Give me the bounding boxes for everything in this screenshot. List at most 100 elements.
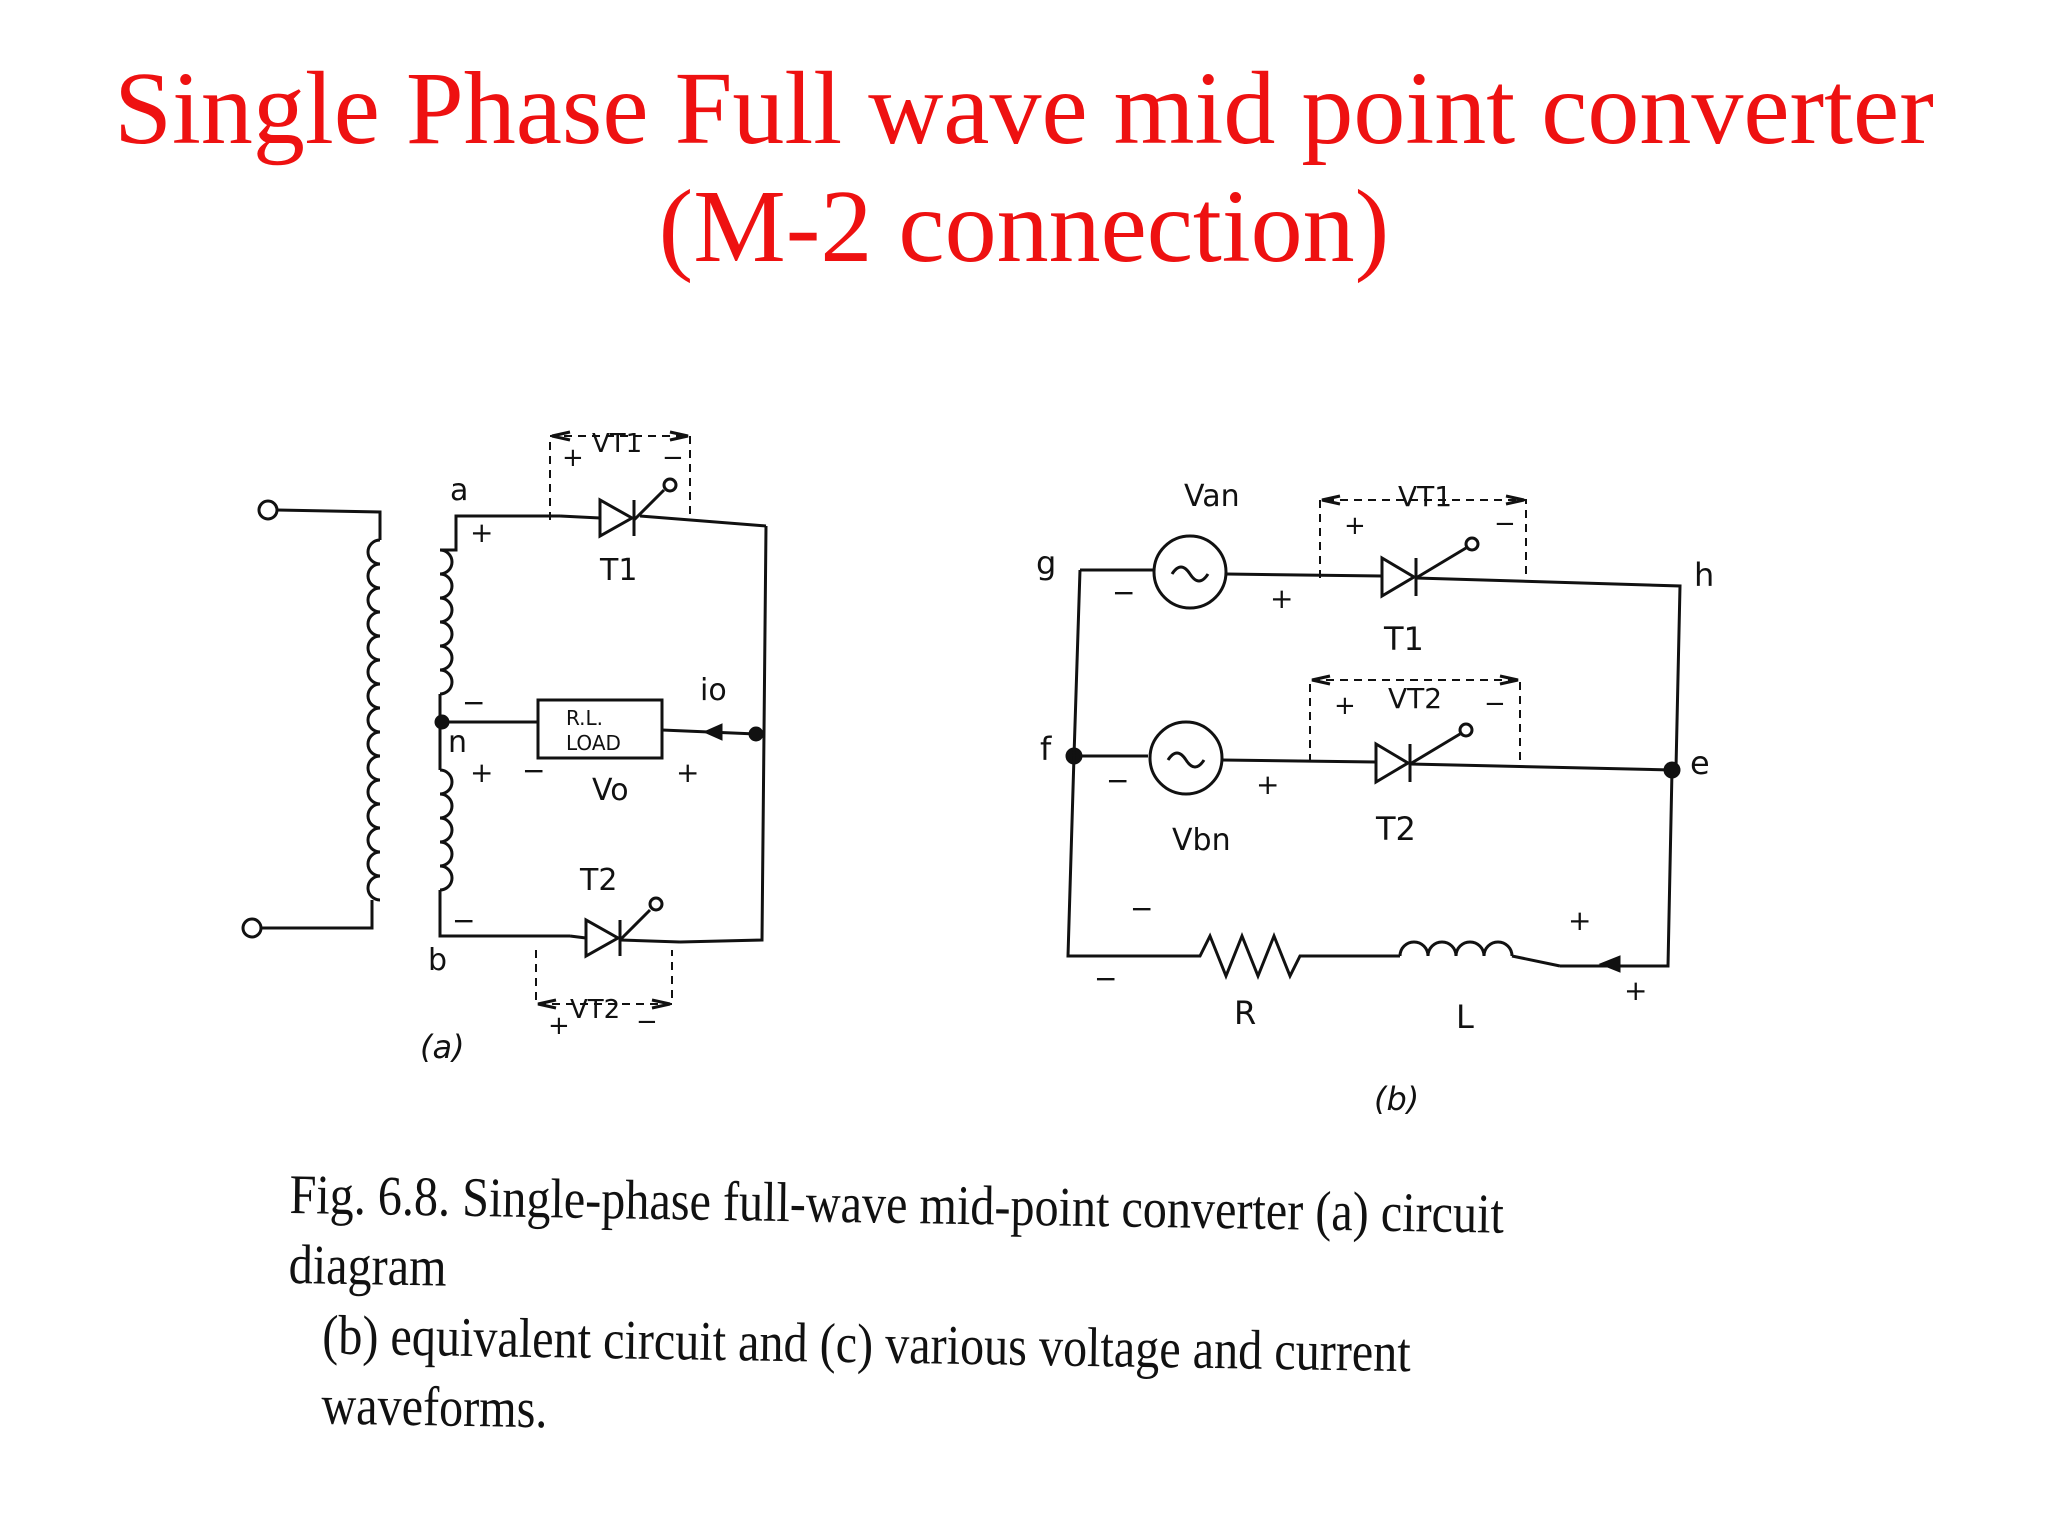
sign-vt2-plus-b: + (1334, 691, 1356, 721)
title-line-1: Single Phase Full wave mid point convert… (114, 51, 1934, 166)
primary-lead-bottom (261, 900, 374, 930)
sign-vt1-plus: + (562, 443, 584, 473)
primary-terminal-top (257, 499, 279, 521)
label-output-voltage: Vo (592, 773, 629, 808)
thyristor-t1-equivalent (1380, 536, 1480, 599)
source-van (1152, 534, 1228, 610)
current-arrow-io (702, 723, 723, 741)
vt2-arrow-left (537, 998, 557, 1010)
panel-label-a: (a) (420, 1028, 465, 1066)
wire-t1-in (559, 514, 601, 520)
vt1-bracket (549, 435, 691, 520)
vt1-arrow-left (551, 430, 571, 442)
label-node-a: a (450, 473, 468, 508)
sign-vt1-plus-b: + (1344, 511, 1366, 541)
sign-n-minus: − (462, 686, 485, 719)
label-node-f: f (1040, 730, 1052, 768)
sign-vo-plus: + (676, 756, 699, 789)
resistor-r (1184, 931, 1400, 981)
label-load-line2: LOAD (566, 731, 621, 755)
figure-caption: Fig. 6.8. Single-phase full-wave mid-poi… (287, 1160, 1632, 1462)
inductor-l (1398, 940, 1514, 957)
sign-load-plus-top: + (1568, 904, 1591, 937)
wire-source2-to-t2 (1221, 758, 1377, 764)
slide-title: Single Phase Full wave mid point convert… (0, 50, 2048, 286)
sign-n-plus: + (470, 756, 493, 789)
node-n-dot (434, 714, 450, 730)
primary-terminal-bottom (241, 917, 263, 939)
vt1-arrow-right-b (1505, 494, 1525, 506)
sign-vo-minus: − (522, 754, 545, 787)
label-load-line1: R.L. (566, 706, 603, 730)
secondary-winding-upper (439, 548, 454, 696)
sign-load-plus-bottom: + (1624, 974, 1647, 1007)
caption-line-1: Fig. 6.8. Single-phase full-wave mid-poi… (288, 1163, 1505, 1299)
sign-b-minus: − (452, 904, 475, 937)
wire-source1-to-t1 (1225, 572, 1383, 578)
title-line-2: (M-2 connection) (658, 169, 1390, 284)
label-vt1-b: VT1 (1398, 480, 1452, 513)
sign-load-minus-bottom: − (1094, 962, 1117, 995)
label-node-g: g (1036, 544, 1056, 582)
sign-van-minus: − (1112, 576, 1135, 609)
secondary-lead-b (438, 890, 570, 938)
sign-vbn-plus: + (1256, 768, 1279, 801)
figure-a-circuit: a n b T1 T2 VT1 VT2 R.L. LOAD Vo io + − … (241, 429, 768, 1066)
vt2-arrow-right (651, 998, 671, 1010)
vt1-arrow-right (669, 430, 689, 442)
wire-inductor-out (1511, 954, 1561, 968)
vt2-bracket-b (1309, 679, 1521, 762)
secondary-winding-lower (439, 768, 454, 892)
wire-right-rail (679, 525, 768, 944)
source-vbn (1148, 720, 1224, 796)
label-vt2-b: VT2 (1388, 682, 1442, 715)
thyristor-t2-symbol (584, 896, 664, 959)
label-thyristor-t1: T1 (599, 553, 637, 588)
label-node-h: h (1694, 556, 1714, 594)
sign-van-plus: + (1270, 582, 1293, 615)
label-thyristor-t1-b: T1 (1383, 620, 1424, 658)
label-vt1: VT1 (592, 429, 642, 459)
sign-vt2-minus-b: − (1484, 689, 1506, 719)
sign-vt2-plus: + (548, 1011, 570, 1041)
current-arrow-load (1598, 955, 1621, 973)
thyristor-t2-equivalent (1374, 722, 1474, 785)
primary-winding (366, 538, 381, 902)
caption-line-2: (b) equivalent circuit and (c) various v… (321, 1304, 1412, 1441)
wire-t1-out (639, 514, 767, 528)
sign-vt1-minus: − (662, 443, 684, 473)
sign-vt1-minus-b: − (1494, 509, 1516, 539)
wire-right-rail (1560, 769, 1674, 968)
wire-t2-out (619, 938, 681, 944)
label-thyristor-t2-b: T2 (1375, 810, 1416, 848)
thyristor-t1-symbol (598, 477, 678, 539)
vt2-bracket (535, 950, 673, 1005)
label-resistor: R (1234, 994, 1256, 1032)
vt2-arrow-left-b (1311, 674, 1331, 686)
secondary-lead-a (440, 514, 560, 552)
source-van-tilde (1170, 565, 1210, 583)
label-output-current: io (700, 673, 727, 708)
sign-load-minus-top: − (1130, 892, 1153, 925)
vt2-arrow-right-b (1499, 674, 1519, 686)
rl-load-box (536, 698, 664, 760)
label-source-vbn: Vbn (1172, 823, 1231, 858)
label-vt2: VT2 (570, 995, 620, 1025)
secondary-centre-tap (438, 694, 538, 724)
source-vbn-tilde (1166, 751, 1206, 769)
sign-vbn-minus: − (1106, 764, 1129, 797)
figure-b-circuit: g h f e Van Vbn T1 T2 VT1 VT2 R L − + − … (1036, 479, 1714, 1118)
vt1-arrow-left-b (1321, 494, 1341, 506)
label-node-e: e (1690, 744, 1710, 782)
primary-lead-top (276, 508, 382, 540)
wire-t1-to-h (1415, 576, 1682, 769)
label-inductor: L (1456, 998, 1474, 1036)
label-node-n: n (448, 725, 467, 760)
sign-vt2-minus: − (636, 1007, 658, 1037)
sign-a-plus: + (470, 516, 493, 549)
wire-t2-in (569, 934, 587, 940)
panel-label-b: (b) (1374, 1080, 1419, 1118)
label-thyristor-t2: T2 (579, 863, 617, 898)
wire-t2-to-e (1409, 762, 1673, 772)
